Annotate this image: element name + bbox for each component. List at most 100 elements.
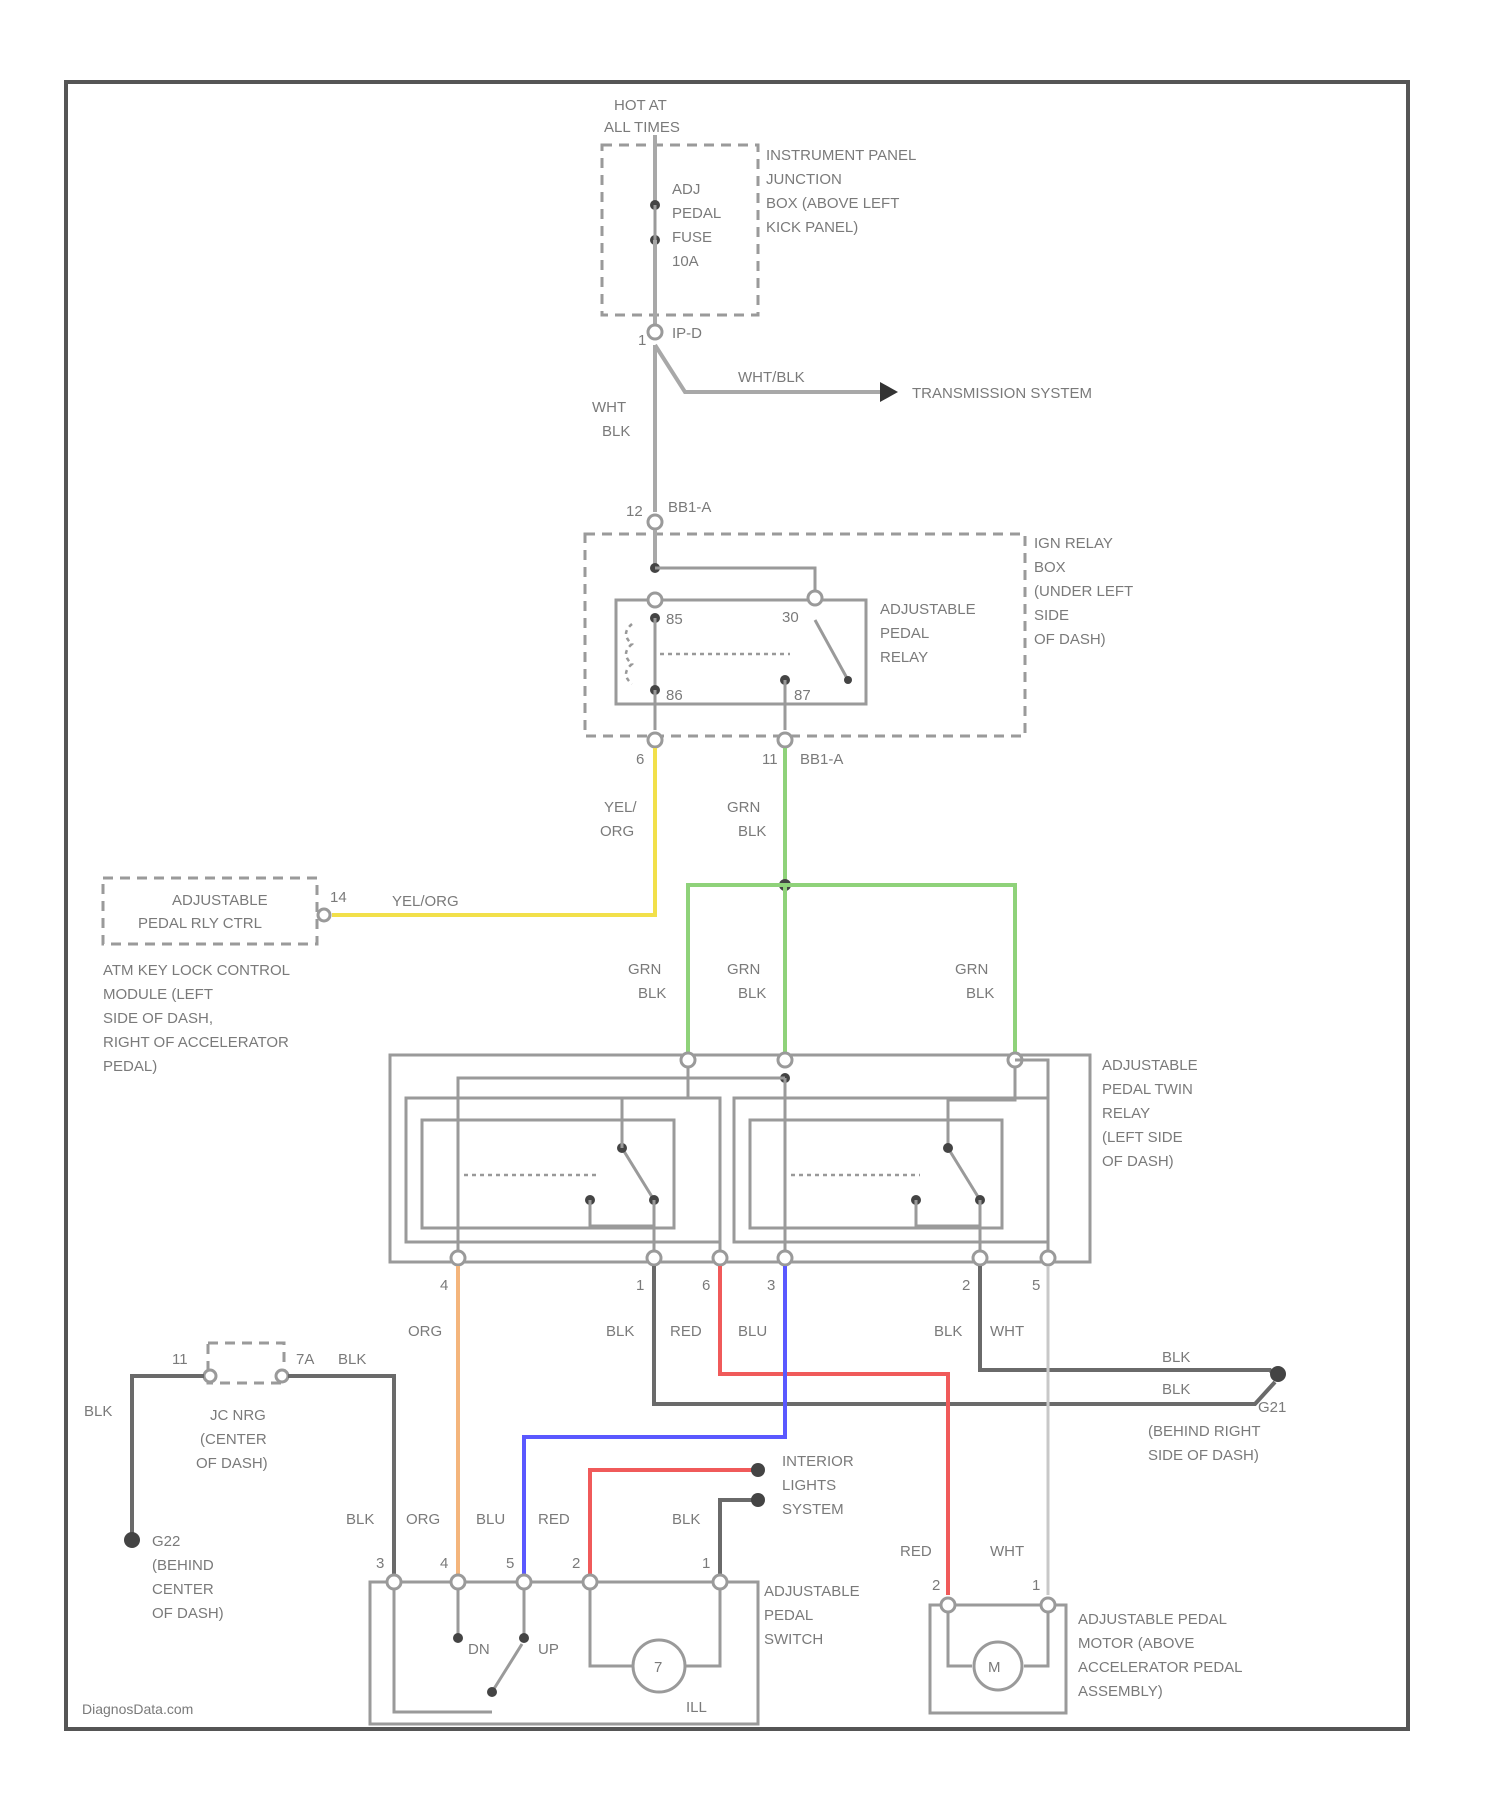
- twin-relay-line-4: (LEFT SIDE: [1102, 1129, 1183, 1146]
- bb1a-pin-11: [778, 733, 792, 747]
- ps-blu-label: BLU: [476, 1511, 505, 1528]
- interior-arrow-blk: [751, 1493, 765, 1507]
- fuse-label-4: 10A: [672, 253, 699, 270]
- grn-blk-label-2: BLK: [738, 823, 766, 840]
- motor-line-3: ACCELERATOR PEDAL: [1078, 1659, 1243, 1676]
- motor-wht-label: WHT: [990, 1543, 1024, 1560]
- jc-line-1: JC NRG: [210, 1407, 266, 1424]
- jc-right-blk-label: BLK: [338, 1351, 366, 1368]
- twin-pin-6: [713, 1251, 727, 1265]
- wire-blk-jc-left: [132, 1376, 204, 1535]
- pedal-switch-dn-contact: [453, 1633, 463, 1643]
- bb1a-pin-11-number: 11: [762, 751, 778, 768]
- motor-pin-1-number: 1: [1032, 1577, 1040, 1594]
- pedal-switch-up-contact: [519, 1633, 529, 1643]
- key-lock-line-1: ATM KEY LOCK CONTROL: [103, 962, 290, 979]
- pedal-switch-pin-4: [451, 1575, 465, 1589]
- fuse-box-line-1: INSTRUMENT PANEL: [766, 147, 916, 164]
- jc-connector-box: [208, 1343, 284, 1383]
- pedal-switch-pivot: [487, 1687, 497, 1697]
- pedal-switch-pin-5-number: 5: [506, 1555, 514, 1572]
- pedal-relay-label-3: RELAY: [880, 649, 928, 666]
- pedal-switch-lamp-path: [590, 1590, 632, 1666]
- key-lock-pin-number: 14: [330, 889, 347, 906]
- wire-relay-feed-30: [655, 568, 815, 590]
- pedal-switch-line-2: PEDAL: [764, 1607, 813, 1624]
- twin-pin-4-number: 4: [440, 1277, 448, 1294]
- jc-line-2: (CENTER: [200, 1431, 267, 1448]
- wire-blk-interior: [720, 1500, 755, 1580]
- pedal-switch-dn-label: DN: [468, 1641, 490, 1658]
- ign-relay-box-line-3: (UNDER LEFT: [1034, 583, 1133, 600]
- ipd-connector-label: IP-D: [672, 325, 702, 342]
- ps-red-label: RED: [538, 1511, 570, 1528]
- wht-label-1: WHT: [990, 1323, 1024, 1340]
- twin-right-contact-top: [943, 1143, 953, 1153]
- jc-pin-7a-number: 7A: [296, 1351, 314, 1368]
- ign-relay-box-line-2: BOX: [1034, 559, 1066, 576]
- bb1a-pin-6-number: 6: [636, 751, 644, 768]
- motor-line-2: MOTOR (ABOVE: [1078, 1635, 1194, 1652]
- grn-right-label-2: BLK: [966, 985, 994, 1002]
- yel-org-label-1: YEL/: [604, 799, 637, 816]
- interior-line-3: SYSTEM: [782, 1501, 844, 1518]
- twin-relay-line-1: ADJUSTABLE: [1102, 1057, 1198, 1074]
- grn-left-label-1: GRN: [628, 961, 661, 978]
- twin-pin2-wire: [1015, 1060, 1048, 1250]
- yel-org-h-label: YEL/ORG: [392, 893, 459, 910]
- jc-line-3: OF DASH): [196, 1455, 268, 1472]
- ipd-pin-number: 1: [638, 332, 646, 349]
- source-label-1: HOT AT: [614, 97, 667, 114]
- pedal-relay-label-1: ADJUSTABLE: [880, 601, 976, 618]
- grn-blk-label-1: GRN: [727, 799, 760, 816]
- twin-pin-2: [973, 1251, 987, 1265]
- grn-left-label-2: BLK: [638, 985, 666, 1002]
- interior-line-2: LIGHTS: [782, 1477, 836, 1494]
- relay-term-85-label: 85: [666, 611, 683, 628]
- ign-relay-box: [585, 534, 1025, 736]
- wire-blk-jc-right: [288, 1376, 394, 1580]
- ps-blk-label: BLK: [346, 1511, 374, 1528]
- red-label-1: RED: [670, 1323, 702, 1340]
- pedal-switch-pin-5: [517, 1575, 531, 1589]
- twin-right-feed: [948, 1068, 1015, 1148]
- motor-pin-1: [1041, 1598, 1055, 1612]
- pedal-switch-line-3: SWITCH: [764, 1631, 823, 1648]
- pedal-switch-pin-4-number: 4: [440, 1555, 448, 1572]
- grn-center-label-2: BLK: [738, 985, 766, 1002]
- key-lock-module-box: [103, 878, 317, 944]
- jc-pin-11-number: 11: [172, 1351, 188, 1368]
- g22-line-2: CENTER: [152, 1581, 214, 1598]
- twin-pin-5-number: 5: [1032, 1277, 1040, 1294]
- relay-contact-arm: [815, 620, 848, 680]
- key-lock-box-line-1: ADJUSTABLE: [172, 892, 268, 909]
- blk-label-2: BLK: [934, 1323, 962, 1340]
- wht-blk-label-1: WHT: [592, 399, 626, 416]
- grn-right-label-1: GRN: [955, 961, 988, 978]
- jc-pin-11: [204, 1370, 216, 1382]
- key-lock-line-5: PEDAL): [103, 1058, 157, 1075]
- fuse-label-1: ADJ: [672, 181, 700, 198]
- interior-arrow-red: [751, 1463, 765, 1477]
- connector-ipd-pin: [648, 325, 662, 339]
- ps-blk-label-2: BLK: [672, 1511, 700, 1528]
- pedal-switch-lamp-label: 7: [654, 1659, 662, 1676]
- twin-pin-3: [778, 1251, 792, 1265]
- transmission-system-label: TRANSMISSION SYSTEM: [912, 385, 1092, 402]
- bb1a-top-pin-number: 12: [626, 503, 643, 520]
- twin-right-contact-arm: [948, 1148, 980, 1200]
- twin-pin-3-number: 3: [767, 1277, 775, 1294]
- twin-pin-1: [647, 1251, 661, 1265]
- twin-pin-5: [1041, 1251, 1055, 1265]
- ign-relay-box-line-4: SIDE: [1034, 607, 1069, 624]
- fuse-box-line-4: KICK PANEL): [766, 219, 858, 236]
- relay-term-86-label: 86: [666, 687, 683, 704]
- yel-org-label-2: ORG: [600, 823, 634, 840]
- fuse-box-line-2: JUNCTION: [766, 171, 842, 188]
- pedal-switch-lamp-sub: ILL: [686, 1699, 707, 1716]
- relay-contact-end: [844, 676, 852, 684]
- g22-id-label: G22: [152, 1533, 180, 1550]
- arrow-transmission: [880, 382, 898, 402]
- ps-org-label: ORG: [406, 1511, 440, 1528]
